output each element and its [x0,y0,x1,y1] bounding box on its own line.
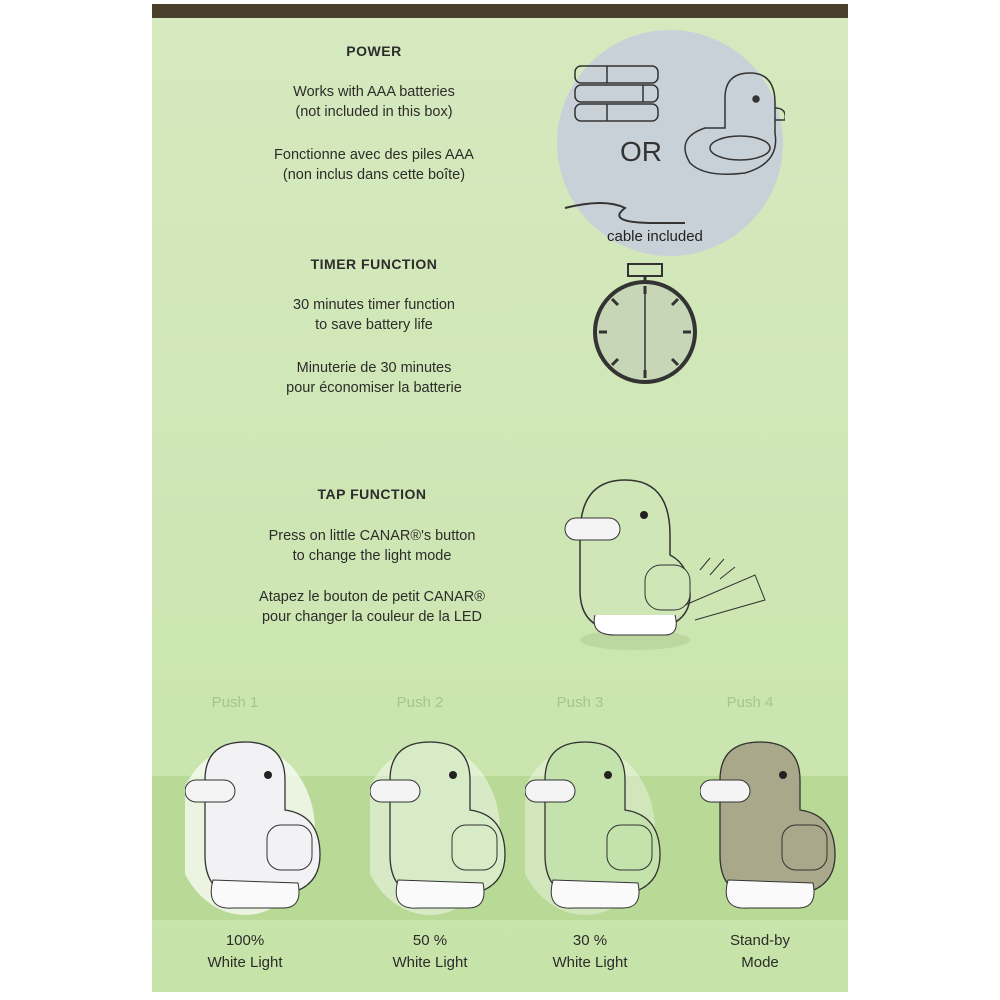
duck-icon [684,72,785,175]
power-title: POWER [346,43,402,59]
stopwatch-icon [593,263,697,384]
cable-label: cable included [607,228,703,245]
push-label: Push 4 [726,694,774,711]
tap-fr: Atapez le bouton de petit CANAR®pour cha… [259,589,485,625]
tap-title: TAP FUNCTION [317,486,427,502]
duck-icon [185,741,321,915]
mode-caption: 50 %White Light [392,932,468,971]
box-top-edge [152,4,848,18]
power-en: Works with AAA batteries(not included in… [293,84,455,120]
mode-caption: 100%White Light [207,932,283,971]
battery-icon [574,65,659,122]
mode-caption: 30 %White Light [552,932,628,971]
or-label: OR [620,136,662,167]
push-label: Push 2 [396,694,444,711]
tap-duck-illustration [564,479,766,650]
power-fr: Fonctionne avec des piles AAA(non inclus… [274,147,474,183]
timer-title: TIMER FUNCTION [310,256,438,272]
cable-icon [564,202,685,224]
power-illustration: OR cable included [557,30,785,256]
push-label: Push 1 [211,694,259,711]
push-label: Push 3 [556,694,604,711]
duck-icon [700,741,836,909]
duck-icon [370,741,506,915]
duck-icon [525,741,661,915]
